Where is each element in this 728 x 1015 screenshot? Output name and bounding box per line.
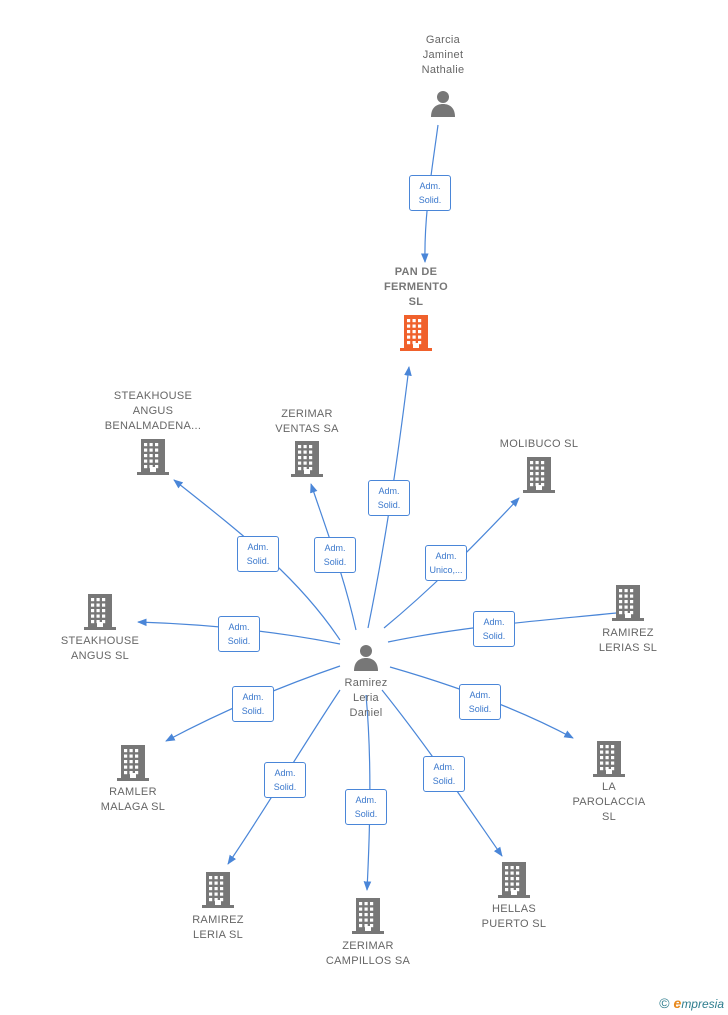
node-label-steak_ben[interactable]: STEAKHOUSE ANGUS BENALMADENA... [104, 390, 202, 432]
copyright-symbol: © [659, 995, 670, 1011]
node-label-pan[interactable]: PAN DE FERMENTO SL [384, 266, 448, 308]
edge-label-ramirez-to-zer_camp[interactable]: Adm. Solid. [345, 789, 387, 825]
edge-label-ramirez-to-pan[interactable]: Adm. Solid. [368, 480, 410, 516]
building-icon-ram_leria[interactable] [202, 872, 234, 913]
node-label-zer_ventas[interactable]: ZERIMAR VENTAS SA [275, 408, 339, 435]
edge-label-ramirez-to-steak_sl[interactable]: Adm. Solid. [218, 616, 260, 652]
node-label-garcia[interactable]: Garcia Jaminet Nathalie [421, 34, 465, 76]
node-label-zer_camp[interactable]: ZERIMAR CAMPILLOS SA [325, 940, 411, 967]
edge-label-ramirez-to-ramler[interactable]: Adm. Solid. [232, 686, 274, 722]
building-icon-molibuco[interactable] [523, 457, 555, 498]
edge-label-ramirez-to-ram_lerias[interactable]: Adm. Solid. [473, 611, 515, 647]
edge-label-ramirez-to-ram_leria[interactable]: Adm. Solid. [264, 762, 306, 798]
brand-first-letter: e [673, 995, 682, 1011]
edge-label-garcia-to-pan[interactable]: Adm. Solid. [409, 175, 451, 211]
person-icon-ramirez[interactable] [352, 643, 380, 676]
brand-logo: ©empresia [659, 995, 724, 1011]
node-label-steak_sl[interactable]: STEAKHOUSE ANGUS SL [60, 635, 140, 662]
edge-label-ramirez-to-molibuco[interactable]: Adm. Unico,... [425, 545, 467, 581]
node-label-parolaccia[interactable]: LA PAROLACCIA SL [572, 781, 646, 823]
node-label-ram_lerias[interactable]: RAMIREZ LERIAS SL [598, 627, 658, 654]
node-label-hellas[interactable]: HELLAS PUERTO SL [481, 903, 547, 930]
building-icon-steak_ben[interactable] [137, 439, 169, 480]
building-icon-zer_camp[interactable] [352, 898, 384, 939]
building-icon-parolaccia[interactable] [593, 741, 625, 782]
node-label-molibuco[interactable]: MOLIBUCO SL [499, 438, 579, 450]
building-icon-ramler[interactable] [117, 745, 149, 786]
edge-label-ramirez-to-zer_ventas[interactable]: Adm. Solid. [314, 537, 356, 573]
building-icon-zer_ventas[interactable] [291, 441, 323, 482]
node-label-ramirez[interactable]: Ramirez Leria Daniel [344, 677, 388, 719]
edge-label-ramirez-to-steak_ben[interactable]: Adm. Solid. [237, 536, 279, 572]
edge-label-ramirez-to-parolaccia[interactable]: Adm. Solid. [459, 684, 501, 720]
node-label-ram_leria[interactable]: RAMIREZ LERIA SL [192, 914, 244, 941]
building-icon-hellas[interactable] [498, 862, 530, 903]
edge-label-ramirez-to-hellas[interactable]: Adm. Solid. [423, 756, 465, 792]
node-label-ramler[interactable]: RAMLER MALAGA SL [100, 786, 166, 813]
building-icon-ram_lerias[interactable] [612, 585, 644, 626]
person-icon-garcia[interactable] [429, 89, 457, 122]
brand-name: mpresia [681, 997, 724, 1011]
building-icon-pan[interactable] [400, 315, 432, 356]
building-icon-steak_sl[interactable] [84, 594, 116, 635]
